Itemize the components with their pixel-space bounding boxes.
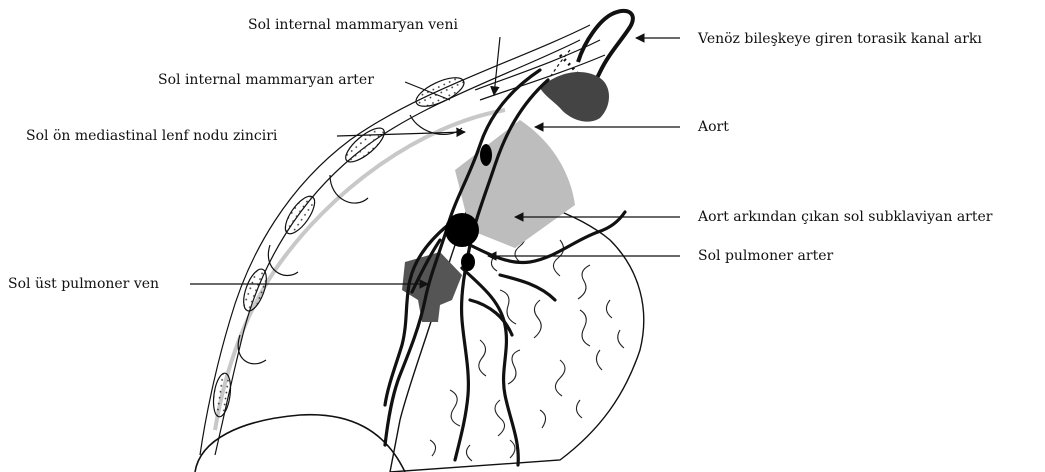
label-thoracic-duct-arch: Venöz bileşkeye giren torasik kanal arkı	[698, 30, 982, 48]
label-upper-pulmonary-vein: Sol üst pulmoner ven	[8, 275, 159, 293]
heart-outline	[195, 415, 405, 472]
upper-pulmonary-vein	[402, 252, 462, 322]
lower-lymph-node	[461, 253, 475, 271]
upper-lymph-node	[480, 144, 492, 166]
subclavian-lymph-node	[445, 213, 479, 247]
label-internal-artery: Sol internal mammaryan arter	[158, 71, 374, 89]
label-subclavian-artery: Aort arkından çıkan sol subklaviyan arte…	[698, 208, 992, 226]
label-pulmonary-artery: Sol pulmoner arter	[698, 247, 833, 265]
label-lymph-chain: Sol ön mediastinal lenf nodu zinciri	[26, 127, 277, 145]
aortic-arch	[540, 72, 609, 122]
label-aorta: Aort	[698, 118, 729, 136]
label-internal-vein: Sol internal mammaryan veni	[248, 16, 458, 34]
